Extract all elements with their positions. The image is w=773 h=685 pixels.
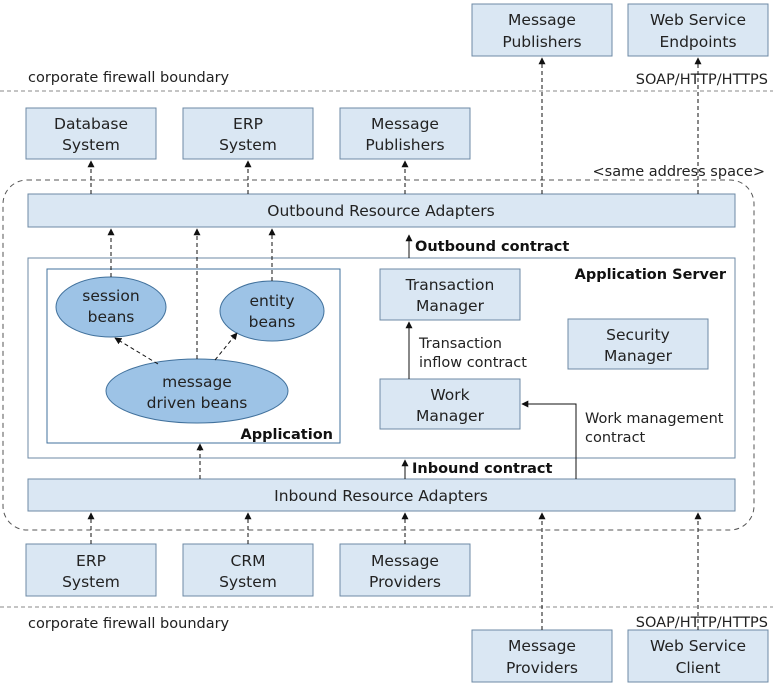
work-management-label-2: contract: [585, 430, 646, 446]
svg-text:Manager: Manager: [416, 407, 485, 425]
svg-text:Work: Work: [430, 386, 469, 404]
message-providers-in-box: Message Providers: [339, 543, 471, 597]
transaction-inflow-label-1: Transaction: [418, 336, 502, 352]
svg-text:Publishers: Publishers: [365, 136, 444, 154]
svg-text:Message: Message: [371, 552, 439, 570]
ext-message-publishers: Message Publishers: [471, 3, 613, 57]
svg-text:Message: Message: [508, 11, 576, 29]
entity-beans-ellipse: entity beans: [219, 280, 325, 342]
outbound-contract-label: Outbound contract: [415, 239, 569, 255]
outbound-adapters-box: Outbound Resource Adapters: [27, 193, 736, 228]
erp-system-in-box: ERP System: [25, 543, 157, 597]
svg-text:Publishers: Publishers: [502, 33, 581, 51]
application-title: Application: [241, 427, 334, 443]
svg-text:Message: Message: [371, 115, 439, 133]
svg-text:driven beans: driven beans: [147, 394, 248, 412]
top-firewall-label: corporate firewall boundary: [28, 70, 230, 86]
svg-text:beans: beans: [249, 313, 296, 331]
database-system-box: Database System: [25, 107, 157, 160]
bottom-firewall-label: corporate firewall boundary: [28, 616, 230, 632]
svg-text:System: System: [62, 573, 120, 591]
message-publishers-out-box: Message Publishers: [339, 107, 471, 160]
svg-text:Transaction: Transaction: [405, 276, 495, 294]
arrow-mdb-to-entity: [214, 332, 238, 361]
svg-text:Database: Database: [54, 115, 128, 133]
top-protocol-label: SOAP/HTTP/HTTPS: [636, 72, 768, 88]
svg-text:Providers: Providers: [369, 573, 441, 591]
ext-message-providers: Message Providers: [471, 629, 613, 683]
svg-text:Endpoints: Endpoints: [659, 33, 736, 51]
arrow-work-management: [521, 400, 577, 479]
svg-text:message: message: [162, 373, 232, 391]
svg-text:Web Service: Web Service: [650, 637, 746, 655]
security-manager-box: Security Manager: [567, 318, 709, 370]
work-manager-box: Work Manager: [379, 378, 521, 430]
svg-text:ERP: ERP: [76, 552, 106, 570]
svg-text:session: session: [82, 287, 139, 305]
message-driven-beans-ellipse: message driven beans: [105, 358, 289, 424]
svg-text:Security: Security: [606, 326, 670, 344]
bottom-protocol-label: SOAP/HTTP/HTTPS: [636, 615, 768, 631]
session-beans-ellipse: session beans: [55, 276, 167, 338]
svg-text:ERP: ERP: [233, 115, 263, 133]
svg-text:System: System: [219, 136, 277, 154]
svg-text:Inbound Resource Adapters: Inbound Resource Adapters: [274, 487, 488, 505]
svg-text:beans: beans: [88, 308, 135, 326]
erp-system-out-box: ERP System: [182, 107, 314, 160]
inbound-adapters-box: Inbound Resource Adapters: [27, 478, 736, 512]
svg-text:Message: Message: [508, 637, 576, 655]
transaction-inflow-label-2: inflow contract: [419, 355, 527, 371]
address-space-label: <same address space>: [592, 164, 765, 180]
svg-text:System: System: [62, 136, 120, 154]
svg-text:CRM: CRM: [231, 552, 266, 570]
svg-text:Providers: Providers: [506, 659, 578, 677]
crm-system-box: CRM System: [182, 543, 314, 597]
svg-text:entity: entity: [250, 292, 295, 310]
work-management-label-1: Work management: [585, 411, 724, 427]
svg-text:System: System: [219, 573, 277, 591]
transaction-manager-box: Transaction Manager: [379, 268, 521, 321]
svg-text:Client: Client: [676, 659, 721, 677]
svg-text:Outbound Resource Adapters: Outbound Resource Adapters: [267, 202, 494, 220]
ext-web-service-endpoints: Web Service Endpoints: [627, 3, 769, 57]
svg-text:Manager: Manager: [604, 347, 673, 365]
ext-web-service-client: Web Service Client: [627, 629, 769, 683]
svg-text:Manager: Manager: [416, 297, 485, 315]
application-server-title: Application Server: [575, 267, 727, 283]
inbound-contract-label: Inbound contract: [412, 461, 552, 477]
address-space-boundary: [2, 179, 755, 531]
arrow-mdb-to-session: [114, 337, 159, 365]
svg-text:Web Service: Web Service: [650, 11, 746, 29]
